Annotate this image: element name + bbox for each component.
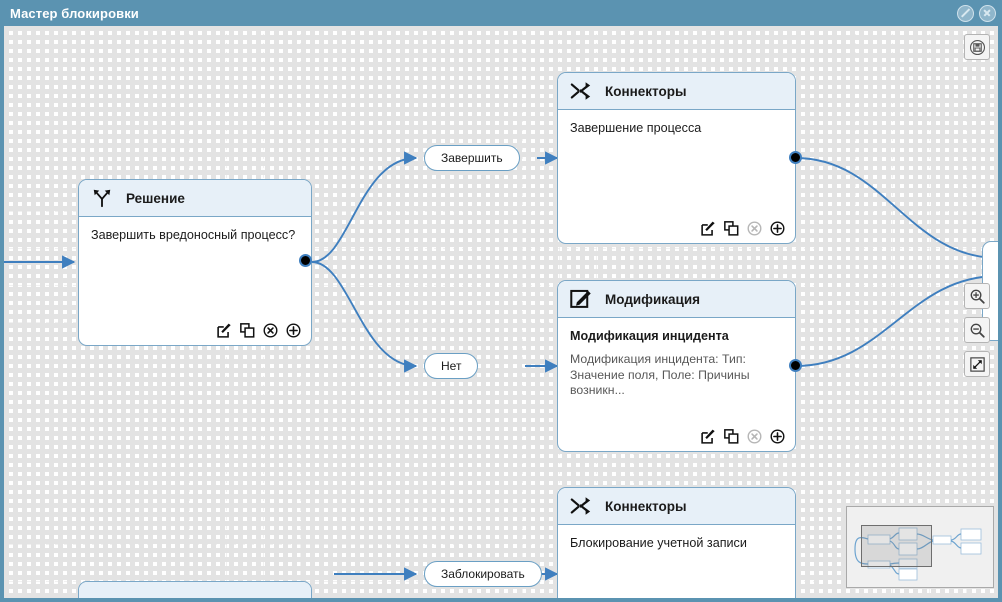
node-body: Блокирование учетной записи xyxy=(558,525,795,598)
node-partial-bottom[interactable] xyxy=(78,581,312,598)
edge-label-finish[interactable]: Завершить xyxy=(424,145,520,171)
diagram-canvas[interactable]: Решение Завершить вредоносный процесс? xyxy=(4,26,998,598)
node-header xyxy=(79,582,311,598)
delete-icon[interactable] xyxy=(263,323,278,338)
node-header: Модификация xyxy=(558,281,795,318)
edit-icon[interactable] xyxy=(701,221,716,236)
node-connector-finish[interactable]: Коннекторы Завершение процесса xyxy=(557,72,796,244)
add-icon[interactable] xyxy=(770,221,785,236)
diagram-canvas-frame: Решение Завершить вредоносный процесс? xyxy=(0,26,1002,602)
edit-icon[interactable] xyxy=(701,429,716,444)
node-body: Завершить вредоносный процесс? xyxy=(79,217,311,345)
node-title: Коннекторы xyxy=(605,83,687,99)
fit-to-screen-button[interactable] xyxy=(964,351,990,377)
zoom-out-icon xyxy=(970,323,985,338)
fit-screen-icon xyxy=(969,356,985,372)
node-header: Решение xyxy=(79,180,311,217)
shuffle-icon xyxy=(570,82,591,100)
page-title: Мастер блокировки xyxy=(10,5,139,21)
port-decision-out[interactable] xyxy=(299,254,312,267)
copy-icon[interactable] xyxy=(724,429,739,444)
edit-square-icon xyxy=(570,289,591,308)
copy-icon[interactable] xyxy=(240,323,255,338)
edge-label-block[interactable]: Заблокировать xyxy=(424,561,542,587)
minimap[interactable] xyxy=(846,506,994,588)
save-button[interactable] xyxy=(964,34,990,60)
node-action-bar xyxy=(217,323,301,338)
node-decision[interactable]: Решение Завершить вредоносный процесс? xyxy=(78,179,312,346)
block-icon[interactable] xyxy=(957,4,974,22)
node-title: Коннекторы xyxy=(605,498,687,514)
node-action-bar xyxy=(701,221,785,236)
node-action-bar xyxy=(701,429,785,444)
copy-icon[interactable] xyxy=(724,221,739,236)
add-icon[interactable] xyxy=(286,323,301,338)
minimap-viewport[interactable] xyxy=(861,525,932,567)
delete-icon xyxy=(747,429,762,444)
node-text: Завершить вредоносный процесс? xyxy=(91,228,296,242)
edge-label-text: Нет xyxy=(441,359,462,373)
node-connector-block[interactable]: Коннекторы Блокирование учетной записи xyxy=(557,487,796,598)
port-modification-out[interactable] xyxy=(789,359,802,372)
shuffle-icon xyxy=(570,497,591,515)
node-header: Коннекторы xyxy=(558,73,795,110)
node-text: Завершение процесса xyxy=(570,121,702,135)
port-connector-finish-out[interactable] xyxy=(789,151,802,164)
zoom-in-icon xyxy=(970,289,985,304)
edge-label-no[interactable]: Нет xyxy=(424,353,479,379)
close-icon[interactable] xyxy=(979,4,996,22)
add-icon[interactable] xyxy=(770,429,785,444)
edit-icon[interactable] xyxy=(217,323,232,338)
save-icon xyxy=(969,39,985,55)
titlebar-actions xyxy=(957,4,996,22)
node-subtitle: Модификация инцидента xyxy=(570,329,729,343)
node-title: Решение xyxy=(126,190,185,206)
zoom-out-button[interactable] xyxy=(964,317,990,343)
delete-icon xyxy=(747,221,762,236)
edge-label-text: Завершить xyxy=(441,151,503,165)
node-text: Блокирование учетной записи xyxy=(570,536,747,550)
node-detail: Модификация инцидента: Тип: Значение пол… xyxy=(570,352,750,397)
node-body: Завершение процесса xyxy=(558,110,795,243)
node-body: Модификация инцидента Модификация инциде… xyxy=(558,318,795,451)
node-title: Модификация xyxy=(605,291,701,307)
window-titlebar: Мастер блокировки xyxy=(0,0,1002,26)
branch-icon xyxy=(93,189,111,208)
edge-label-text: Заблокировать xyxy=(441,567,525,581)
node-header: Коннекторы xyxy=(558,488,795,525)
node-modification[interactable]: Модификация Модификация инцидента Модифи… xyxy=(557,280,796,452)
zoom-in-button[interactable] xyxy=(964,283,990,309)
